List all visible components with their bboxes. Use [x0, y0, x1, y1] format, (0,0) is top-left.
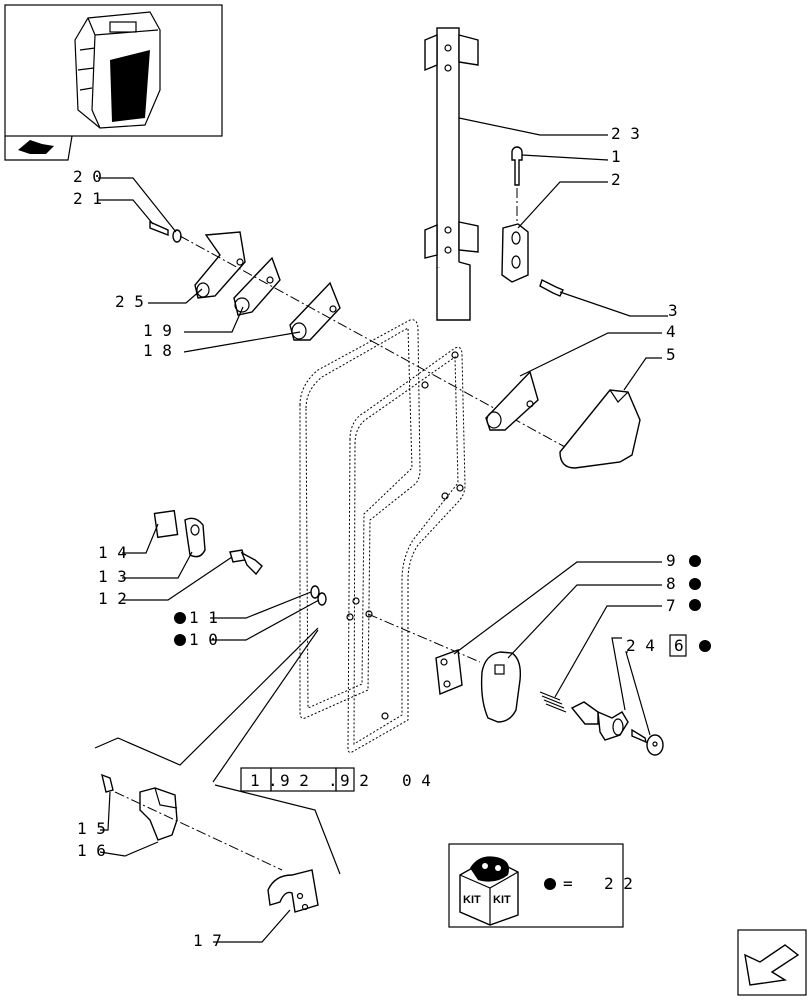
svg-text:KIT: KIT	[493, 894, 511, 906]
part-16-bracket	[139, 787, 178, 841]
callout-24: 2 4	[626, 636, 655, 655]
part-21-bolt	[149, 220, 169, 237]
callout-6: 6	[674, 636, 684, 655]
callout-13: 1 3	[98, 567, 127, 586]
callout-16: 1 6	[77, 841, 106, 860]
callout-15: 1 5	[77, 819, 106, 838]
part-5-handle	[559, 389, 641, 469]
part-2-hinge	[501, 223, 529, 283]
svg-text:.: .	[268, 771, 278, 790]
part-24-key	[631, 728, 664, 756]
callout-2: 2	[611, 170, 621, 189]
svg-text:.: .	[328, 771, 338, 790]
reference-code: 1 . 9 2 . 9 2 0 4	[240, 767, 431, 792]
callout-5: 5	[666, 345, 676, 364]
kit-value: 2 2	[604, 874, 633, 893]
callout-10: 1 0	[189, 630, 218, 649]
part-1-bolt	[511, 146, 523, 186]
callout-18: 1 8	[143, 341, 172, 360]
part-4-bracket	[485, 370, 539, 431]
kit-markers	[174, 555, 711, 652]
callout-8: 8	[666, 574, 676, 593]
callout-9: 9	[666, 551, 676, 570]
kit-equals: =	[563, 874, 573, 893]
callout-6-box	[669, 634, 687, 657]
part-17-hook	[267, 869, 319, 913]
callout-23: 2 3	[611, 124, 640, 143]
part-6-lock-barrel	[570, 701, 629, 741]
door-glass	[299, 319, 466, 753]
navigation-arrow-icon[interactable]	[737, 929, 807, 996]
kit-box-icon: KIT KIT	[459, 856, 519, 926]
callout-3: 3	[668, 301, 678, 320]
part-10-washer	[317, 592, 327, 606]
reference-suffix: 0 4	[402, 771, 431, 790]
callout-12: 1 2	[98, 589, 127, 608]
part-15-bolt	[101, 773, 114, 793]
part-18-bracket	[289, 281, 341, 341]
part-25-bracket	[194, 231, 246, 299]
callout-4: 4	[666, 322, 676, 341]
callout-17: 1 7	[193, 931, 222, 950]
reference-part2: 9 2	[280, 771, 309, 790]
callout-1: 1	[611, 147, 621, 166]
part-19-bracket	[233, 256, 281, 316]
callout-11: 1 1	[189, 608, 218, 627]
part-12-pin	[229, 549, 263, 576]
callout-25: 2 5	[115, 292, 144, 311]
reference-part1: 1	[250, 771, 260, 790]
callout-labels: 2 3 1 2 3 4 5 2 0 2 1 2 5 1 9 1 8 1 4 1 …	[73, 124, 684, 950]
reference-part3: 9 2	[340, 771, 369, 790]
callout-20: 2 0	[73, 167, 102, 186]
kit-legend: KIT KIT = 2 2	[448, 843, 633, 928]
part-14-plate	[153, 509, 179, 539]
svg-text:KIT: KIT	[463, 894, 481, 906]
callout-14: 1 4	[98, 543, 127, 562]
callout-21: 2 1	[73, 189, 102, 208]
part-23-post	[424, 27, 479, 321]
book-icon[interactable]	[4, 135, 73, 161]
callout-7: 7	[666, 596, 676, 615]
part-13-catch	[184, 517, 206, 558]
part-7-spring	[539, 691, 567, 713]
part-9-plate	[435, 649, 463, 695]
part-8-latch	[480, 651, 522, 723]
leader-lines	[98, 117, 668, 943]
callout-19: 1 9	[143, 321, 172, 340]
part-3-screw	[539, 279, 564, 297]
part-20-washer	[172, 229, 182, 243]
tractor-cab-thumbnail-icon[interactable]	[4, 4, 223, 137]
